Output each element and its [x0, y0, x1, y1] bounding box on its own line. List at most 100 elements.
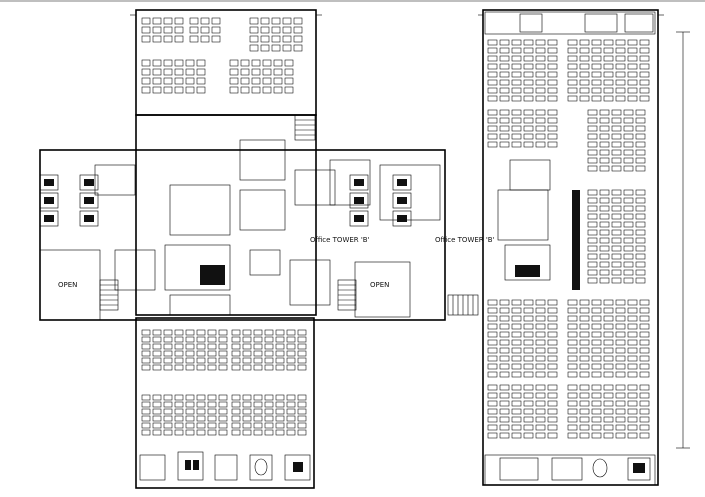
workstation-desk [297, 357, 307, 364]
workstation-desk [591, 331, 602, 338]
workstation-desk [587, 205, 598, 212]
workstation-desk [627, 63, 638, 70]
workstation-desk [579, 299, 590, 306]
workstation-desk [535, 117, 546, 124]
workstation-desk [275, 394, 285, 401]
workstation-desk [599, 133, 610, 140]
workstation-desk [627, 363, 638, 370]
workstation-desk [253, 394, 263, 401]
workstation-desk [547, 141, 558, 148]
workstation-desk [152, 77, 162, 85]
workstation-desk [587, 245, 598, 252]
workstation-desk [511, 355, 522, 362]
workstation-desk [163, 68, 173, 76]
workstation-desk [623, 149, 634, 156]
workstation-desk [635, 133, 646, 140]
workstation-desk [579, 95, 590, 102]
workstation-desk [599, 213, 610, 220]
workstation-desk [275, 336, 285, 343]
workstation-desk [275, 329, 285, 336]
workstation-desk [603, 424, 614, 431]
workstation-desk [200, 35, 210, 43]
workstation-desk [499, 141, 510, 148]
workstation-desk [253, 336, 263, 343]
workstation-desk [271, 35, 281, 43]
workstation-desk [499, 331, 510, 338]
workstation-desk [196, 422, 206, 429]
workstation-desk [591, 347, 602, 354]
workstation-desk [567, 315, 578, 322]
workstation-desk [487, 117, 498, 124]
workstation-desk [603, 416, 614, 423]
workstation-desk [275, 401, 285, 408]
workstation-desk [271, 17, 281, 25]
workstation-desk [603, 363, 614, 370]
workstation-desk [623, 109, 634, 116]
workstation-desk [260, 35, 270, 43]
workstation-desk [264, 343, 274, 350]
workstation-desk [611, 117, 622, 124]
workstation-desk [141, 17, 151, 25]
workstation-desk [273, 68, 283, 76]
workstation-desk [591, 39, 602, 46]
workstation-desk [231, 415, 241, 422]
workstation-desk [207, 422, 217, 429]
workstation-desk [615, 392, 626, 399]
workstation-desk [627, 87, 638, 94]
workstation-desk [591, 87, 602, 94]
workstation-desk [603, 315, 614, 322]
workstation-desk [174, 415, 184, 422]
workstation-desk [231, 357, 241, 364]
workstation-desk [282, 17, 292, 25]
workstation-desk [487, 408, 498, 415]
workstation-desk [487, 109, 498, 116]
workstation-desk [511, 47, 522, 54]
workstation-desk [163, 329, 173, 336]
workstation-desk [163, 415, 173, 422]
workstation-desk [273, 86, 283, 94]
workstation-desk [293, 17, 303, 25]
workstation-desk [229, 77, 239, 85]
workstation-desk [599, 109, 610, 116]
workstation-desk [174, 364, 184, 371]
workstation-desk [218, 336, 228, 343]
workstation-desk [286, 329, 296, 336]
workstation-desk [627, 384, 638, 391]
workstation-desk [611, 213, 622, 220]
workstation-desk [587, 253, 598, 260]
workstation-desk [523, 424, 534, 431]
workstation-desk [567, 355, 578, 362]
workstation-desk [487, 47, 498, 54]
workstation-desk [174, 401, 184, 408]
workstation-desk [535, 63, 546, 70]
workstation-desk [271, 44, 281, 52]
workstation-desk [229, 86, 239, 94]
workstation-desk [579, 71, 590, 78]
workstation-desk [603, 371, 614, 378]
workstation-desk [579, 63, 590, 70]
workstation-desk [639, 347, 650, 354]
workstation-desk [599, 237, 610, 244]
workstation-desk [591, 384, 602, 391]
workstation-desk [174, 26, 184, 34]
workstation-desk [499, 408, 510, 415]
workstation-desk [511, 307, 522, 314]
workstation-desk [567, 400, 578, 407]
workstation-desk [141, 401, 151, 408]
workstation-desk [635, 261, 646, 268]
workstation-desk [163, 401, 173, 408]
workstation-desk [141, 329, 151, 336]
workstation-desk [242, 429, 252, 436]
left-cross-wing [39, 149, 446, 321]
workstation-desk [587, 133, 598, 140]
workstation-desk [152, 336, 162, 343]
workstation-desk [523, 95, 534, 102]
workstation-desk [297, 336, 307, 343]
workstation-desk [499, 133, 510, 140]
workstation-desk [599, 269, 610, 276]
workstation-desk [591, 299, 602, 306]
workstation-desk [253, 350, 263, 357]
workstation-desk [535, 371, 546, 378]
workstation-desk [297, 343, 307, 350]
workstation-desk [603, 47, 614, 54]
